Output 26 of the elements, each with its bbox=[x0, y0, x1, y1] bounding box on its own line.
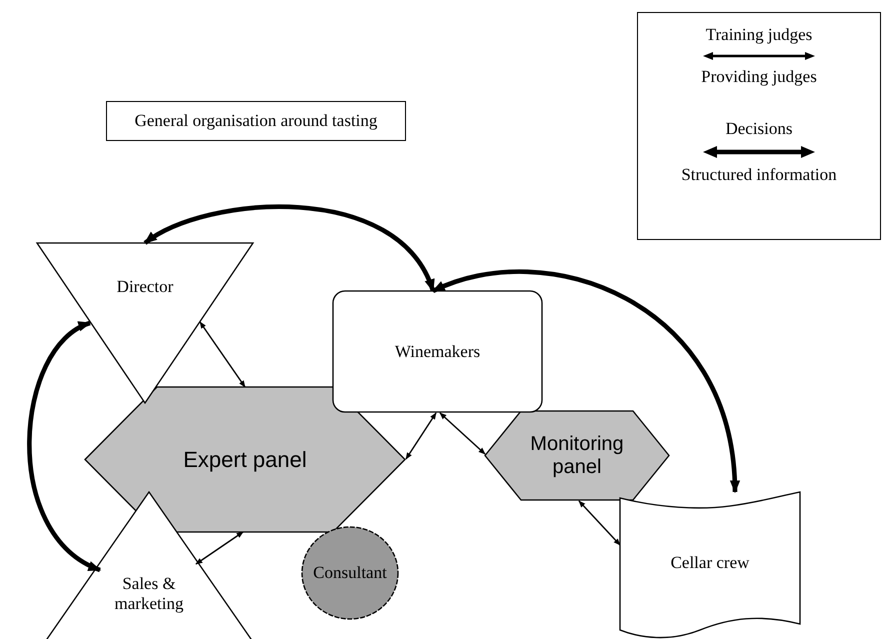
consultant-ellipse bbox=[302, 527, 398, 619]
double-arrow bbox=[578, 500, 621, 546]
role-triangle bbox=[37, 243, 253, 403]
node-label: Winemakers bbox=[394, 342, 480, 362]
title-box bbox=[106, 101, 406, 141]
legend-label: Training judges bbox=[706, 25, 812, 45]
double-arrow bbox=[439, 412, 486, 455]
rounded-box bbox=[333, 291, 542, 412]
double-arrow bbox=[144, 204, 436, 292]
legend-label: Structured information bbox=[681, 165, 837, 185]
double-arrow bbox=[199, 321, 246, 388]
double-arrow bbox=[432, 270, 740, 494]
double-arrow bbox=[405, 412, 437, 460]
node-label: Consultant bbox=[313, 563, 387, 583]
node-label: Monitoring panel bbox=[529, 432, 625, 478]
node-label: General organisation around tasting bbox=[134, 111, 378, 131]
node-label: Cellar crew bbox=[670, 553, 750, 573]
legend-label: Providing judges bbox=[701, 67, 817, 87]
node-label: Sales & marketing bbox=[114, 574, 184, 614]
node-label: Director bbox=[116, 277, 174, 297]
hexagon-panel bbox=[85, 387, 405, 532]
legend-label: Decisions bbox=[725, 119, 793, 139]
node-label: Expert panel bbox=[183, 446, 307, 472]
double-arrow bbox=[27, 320, 102, 572]
hexagon-panel bbox=[485, 411, 669, 500]
double-arrow bbox=[195, 531, 244, 565]
